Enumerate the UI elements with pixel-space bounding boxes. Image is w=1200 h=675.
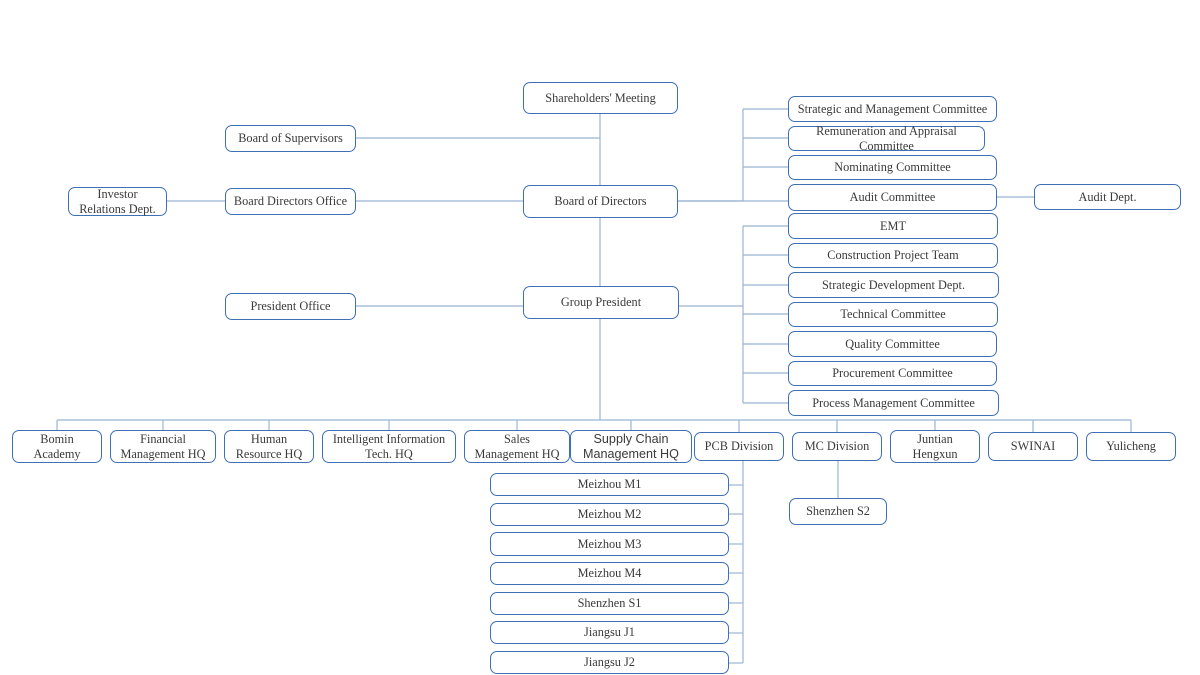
org-node-human_resource_hq[interactable]: Human Resource HQ [224, 430, 314, 463]
org-node-meizhou_m3[interactable]: Meizhou M3 [490, 532, 729, 556]
org-node-president_office[interactable]: President Office [225, 293, 356, 320]
org-node-board_of_supervisors[interactable]: Board of Supervisors [225, 125, 356, 152]
org-node-swinai[interactable]: SWINAI [988, 432, 1078, 461]
org-node-meizhou_m1[interactable]: Meizhou M1 [490, 473, 729, 496]
org-node-pcb_division[interactable]: PCB Division [694, 432, 784, 461]
org-node-quality_committee[interactable]: Quality Committee [788, 331, 997, 357]
org-node-process_management_committee[interactable]: Process Management Committee [788, 390, 999, 416]
org-node-jiangsu_j2[interactable]: Jiangsu J2 [490, 651, 729, 674]
org-node-shenzhen_s2[interactable]: Shenzhen S2 [789, 498, 887, 525]
org-node-bomin_academy[interactable]: Bomin Academy [12, 430, 102, 463]
org-node-procurement_committee[interactable]: Procurement Committee [788, 361, 997, 386]
org-node-juntian_hengxun[interactable]: Juntian Hengxun [890, 430, 980, 463]
org-node-sales_management_hq[interactable]: Sales Management HQ [464, 430, 570, 463]
org-node-board_directors_office[interactable]: Board Directors Office [225, 188, 356, 215]
org-node-strategic_development_dept[interactable]: Strategic Development Dept. [788, 272, 999, 298]
org-node-audit_committee[interactable]: Audit Committee [788, 184, 997, 211]
org-node-investor_relations_dept[interactable]: Investor Relations Dept. [68, 187, 167, 216]
org-node-strategic_management_committee[interactable]: Strategic and Management Committee [788, 96, 997, 122]
org-node-financial_management_hq[interactable]: Financial Management HQ [110, 430, 216, 463]
org-node-shareholders_meeting[interactable]: Shareholders' Meeting [523, 82, 678, 114]
org-node-jiangsu_j1[interactable]: Jiangsu J1 [490, 621, 729, 644]
org-node-remuneration_appraisal_committee[interactable]: Remuneration and Appraisal Committee [788, 124, 985, 153]
org-node-emt[interactable]: EMT [788, 213, 998, 239]
org-node-supply_chain_management_hq[interactable]: Supply Chain Management HQ [570, 430, 692, 463]
org-node-shenzhen_s1[interactable]: Shenzhen S1 [490, 592, 729, 615]
org-node-nominating_committee[interactable]: Nominating Committee [788, 155, 997, 180]
org-node-meizhou_m4[interactable]: Meizhou M4 [490, 562, 729, 585]
org-node-mc_division[interactable]: MC Division [792, 432, 882, 461]
org-node-yulicheng[interactable]: Yulicheng [1086, 432, 1176, 461]
org-node-construction_project_team[interactable]: Construction Project Team [788, 243, 998, 268]
org-node-technical_committee[interactable]: Technical Committee [788, 302, 998, 327]
org-node-board_of_directors[interactable]: Board of Directors [523, 185, 678, 218]
org-node-meizhou_m2[interactable]: Meizhou M2 [490, 503, 729, 526]
org-node-intelligent_information_tech_hq[interactable]: Intelligent Information Tech. HQ [322, 430, 456, 463]
org-node-audit_dept[interactable]: Audit Dept. [1034, 184, 1181, 210]
org-node-group_president[interactable]: Group President [523, 286, 679, 319]
